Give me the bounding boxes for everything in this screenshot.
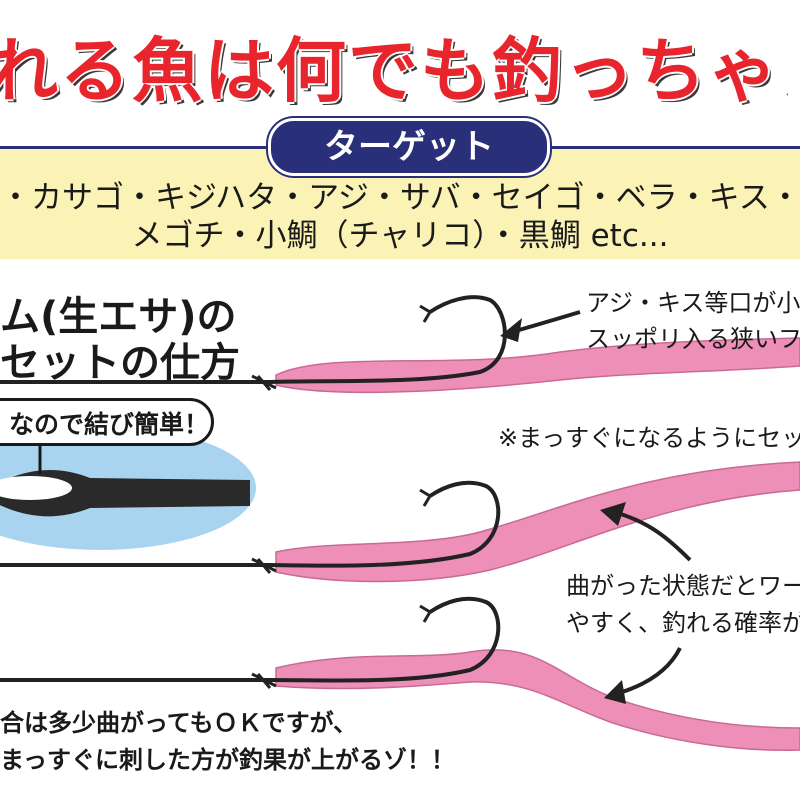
section-title-line2: セットの仕方: [0, 340, 240, 386]
annotation-curved-line1: 曲がった状態だとワー: [566, 572, 800, 600]
target-label: ターゲット: [268, 118, 550, 176]
arrow-curved-upper: [613, 510, 692, 562]
annotation-top-line2: スッポリ入る狭いフ: [586, 325, 800, 353]
target-list-line1: ・カサゴ・キジハタ・アジ・サバ・セイゴ・ベラ・キス・: [0, 180, 800, 216]
knot-bubble: なので結び簡単！: [0, 398, 214, 446]
headline: れる魚は何でも釣っちゃえ: [0, 30, 788, 112]
bottom-text-line1: 合は多少曲がってもＯＫですが、: [0, 709, 358, 737]
note-straight: ※まっすぐになるようにセッ: [498, 424, 800, 452]
bottom-text-line2: まっすぐに刺した方が釣果が上がるゾ！！: [0, 746, 456, 774]
arrow-top: [511, 310, 581, 334]
worm-s-curve: [275, 649, 800, 751]
annotation-curved-line2: やすく、釣れる確率が: [566, 609, 800, 637]
worm-curved: [275, 461, 800, 583]
hook-3: [0, 596, 501, 683]
section-title-line1: ム(生エサ)の: [0, 294, 237, 340]
hook-1: [0, 295, 507, 384]
annotation-top-line1: アジ・キス等口が小: [586, 289, 800, 317]
hook-2: [0, 480, 501, 568]
arrow-curved-lower: [615, 647, 682, 696]
target-list-line2: メゴチ・小鯛（チャリコ）・黒鯛 etc...: [131, 218, 669, 254]
